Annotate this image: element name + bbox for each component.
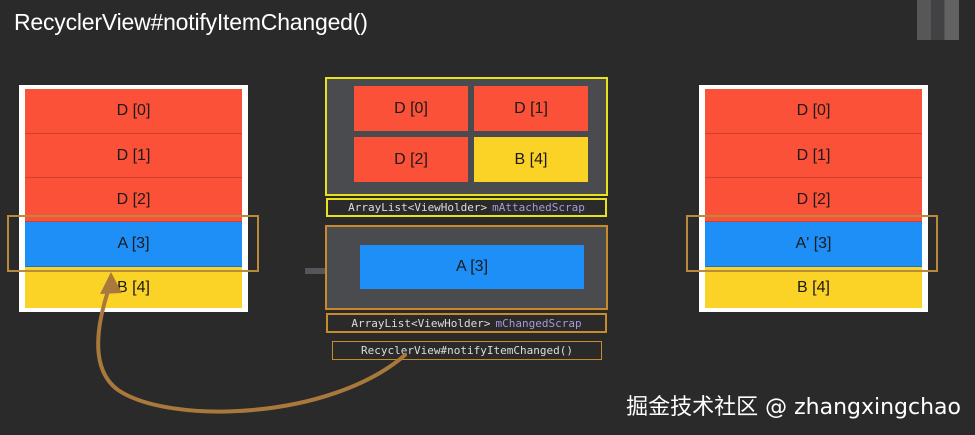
method-label: RecyclerView#notifyItemChanged() — [332, 341, 602, 360]
left-item-3: A [3] — [25, 222, 242, 267]
attached-scrap-label: ArrayList<ViewHolder> mAttachedScrap — [326, 198, 607, 217]
attached-field-text: mAttachedScrap — [492, 201, 585, 214]
attached-item-0: D [0] — [354, 86, 468, 131]
right-item-0: D [0] — [705, 89, 922, 134]
right-item-4: B [4] — [705, 267, 922, 308]
changed-item-0: A [3] — [360, 245, 584, 289]
left-item-1: D [1] — [25, 134, 242, 178]
right-changed-item-highlight — [686, 215, 938, 272]
attached-type-text: ArrayList<ViewHolder> — [348, 201, 488, 214]
left-item-2: D [2] — [25, 178, 242, 222]
changed-field-text: mChangedScrap — [495, 316, 582, 330]
method-text: RecyclerView#notifyItemChanged() — [361, 344, 573, 357]
diagram-title: RecyclerView#notifyItemChanged() — [14, 9, 368, 35]
left-changed-item-highlight — [7, 215, 259, 272]
right-recycler-list: D [0] D [1] D [2] A' [3] B [4] — [699, 85, 928, 312]
right-item-1: D [1] — [705, 134, 922, 178]
left-item-4: B [4] — [25, 267, 242, 308]
attached-item-2: D [2] — [354, 137, 468, 182]
changed-scrap-label: ArrayList<ViewHolder> mChangedScrap — [326, 313, 607, 333]
left-recycler-list: D [0] D [1] D [2] A [3] B [4] — [19, 85, 248, 312]
left-item-0: D [0] — [25, 89, 242, 134]
right-item-3: A' [3] — [705, 222, 922, 267]
watermark-text: 掘金技术社区 @ zhangxingchao — [626, 395, 961, 420]
attached-item-3: B [4] — [474, 137, 588, 182]
pixelated-thumbnail — [917, 0, 959, 40]
connector-line — [305, 268, 327, 274]
attached-item-1: D [1] — [474, 86, 588, 131]
changed-type-text: ArrayList<ViewHolder> — [351, 316, 491, 330]
right-item-2: D [2] — [705, 178, 922, 222]
